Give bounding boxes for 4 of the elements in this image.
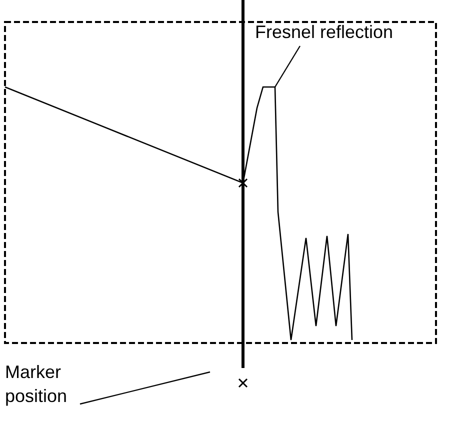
leader-line [80,371,210,405]
callout-text: Marker position [5,362,68,406]
callout-text: Fresnel reflection [255,22,394,42]
leader-line [274,46,301,88]
